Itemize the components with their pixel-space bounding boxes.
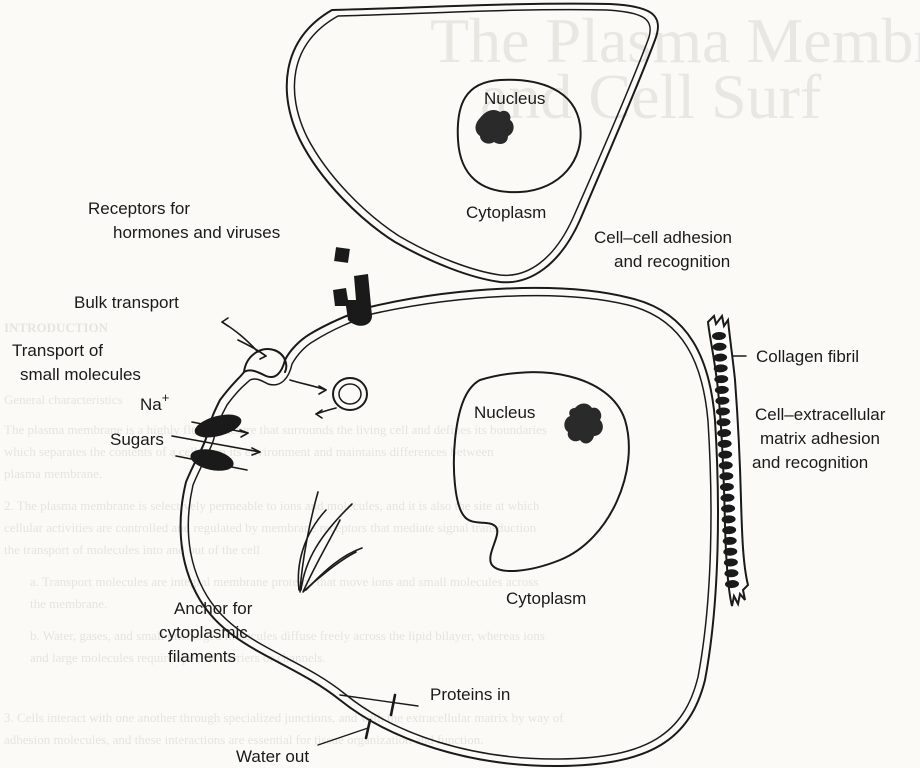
proteins-in-label: Proteins in [430,685,510,704]
cell-cell-adhesion-label-line1: Cell–cell adhesion [594,228,732,247]
water-out-label: Water out [236,747,309,766]
bleed-section-heading: INTRODUCTION [4,320,109,335]
collagen-fibril-label: Collagen fibril [756,347,859,366]
bleed-line: the transport of molecules into and out … [4,542,260,557]
receptors [333,247,372,326]
bleed-line: b. Water, gases, and small uncharged mol… [30,628,545,643]
background-bleed-through: The Plasma Membr and Cell Surf INTRODUCT… [4,5,920,747]
bleed-line: plasma membrane. [4,466,102,481]
transporter-proteins [188,410,243,474]
sugars-label: Sugars [110,430,164,449]
chromatin [476,110,603,443]
bulk-transport-arrowhead-out [222,318,228,326]
vesicle-arrow-out [316,408,336,414]
bulk-transport-label: Bulk transport [74,293,179,312]
upper-nucleus-label: Nucleus [484,89,545,108]
receptor-protein [333,274,372,326]
bleed-line: the membrane. [30,596,107,611]
endocytic-vesicle [333,378,367,410]
transport-small-molecules-label-line2: small molecules [20,365,141,384]
anchor-filaments-label-line1: Anchor for [174,599,253,618]
receptors-label-line2: hormones and viruses [113,223,280,242]
lower-nucleus-envelope [454,372,629,571]
bleed-line: which separates the contents of a cell f… [4,444,494,459]
ecm-adhesion-label-line2: matrix adhesion [760,429,880,448]
upper-cytoplasm-label: Cytoplasm [466,203,546,222]
cell-cell-adhesion-label-line2: and recognition [614,252,730,271]
anchor-filaments-label-line3: filaments [168,647,236,666]
anchor-filaments-label-line2: cytoplasmic [159,623,248,642]
receptors-label-line1: Receptors for [88,199,190,218]
vesicle-arrow-in [290,380,326,390]
hormone-ligand-square [334,247,350,263]
ecm-adhesion-label-line3: and recognition [752,453,868,472]
lower-chromatin-blob [564,404,603,444]
bleed-line: 3. Cells interact with one another throu… [4,710,564,725]
bulk-transport-arrowhead-in [260,352,266,359]
bleed-line: a. Transport molecules are integral memb… [30,574,538,589]
na-transporter-protein [192,410,244,442]
proteins-in-leader [340,695,418,706]
bulk-transport-invagination [244,349,286,372]
vesicle-arrowhead-in [319,386,326,394]
lower-nucleus-label: Nucleus [474,403,535,422]
bleed-subheading: General characteristics [4,392,123,407]
collagen-fibril [708,316,748,606]
sodium-ion-label: Na+ [140,390,169,414]
ecm-adhesion-label-line1: Cell–extracellular [755,405,886,424]
vesicle-arrowhead-out [316,410,322,418]
lower-cytoplasm-label: Cytoplasm [506,589,586,608]
bleed-line: cellular activities are controlled and r… [4,520,537,535]
transport-small-molecules-label-line1: Transport of [12,341,103,360]
bleed-line: The plasma membrane is a highly fluid st… [4,422,547,437]
